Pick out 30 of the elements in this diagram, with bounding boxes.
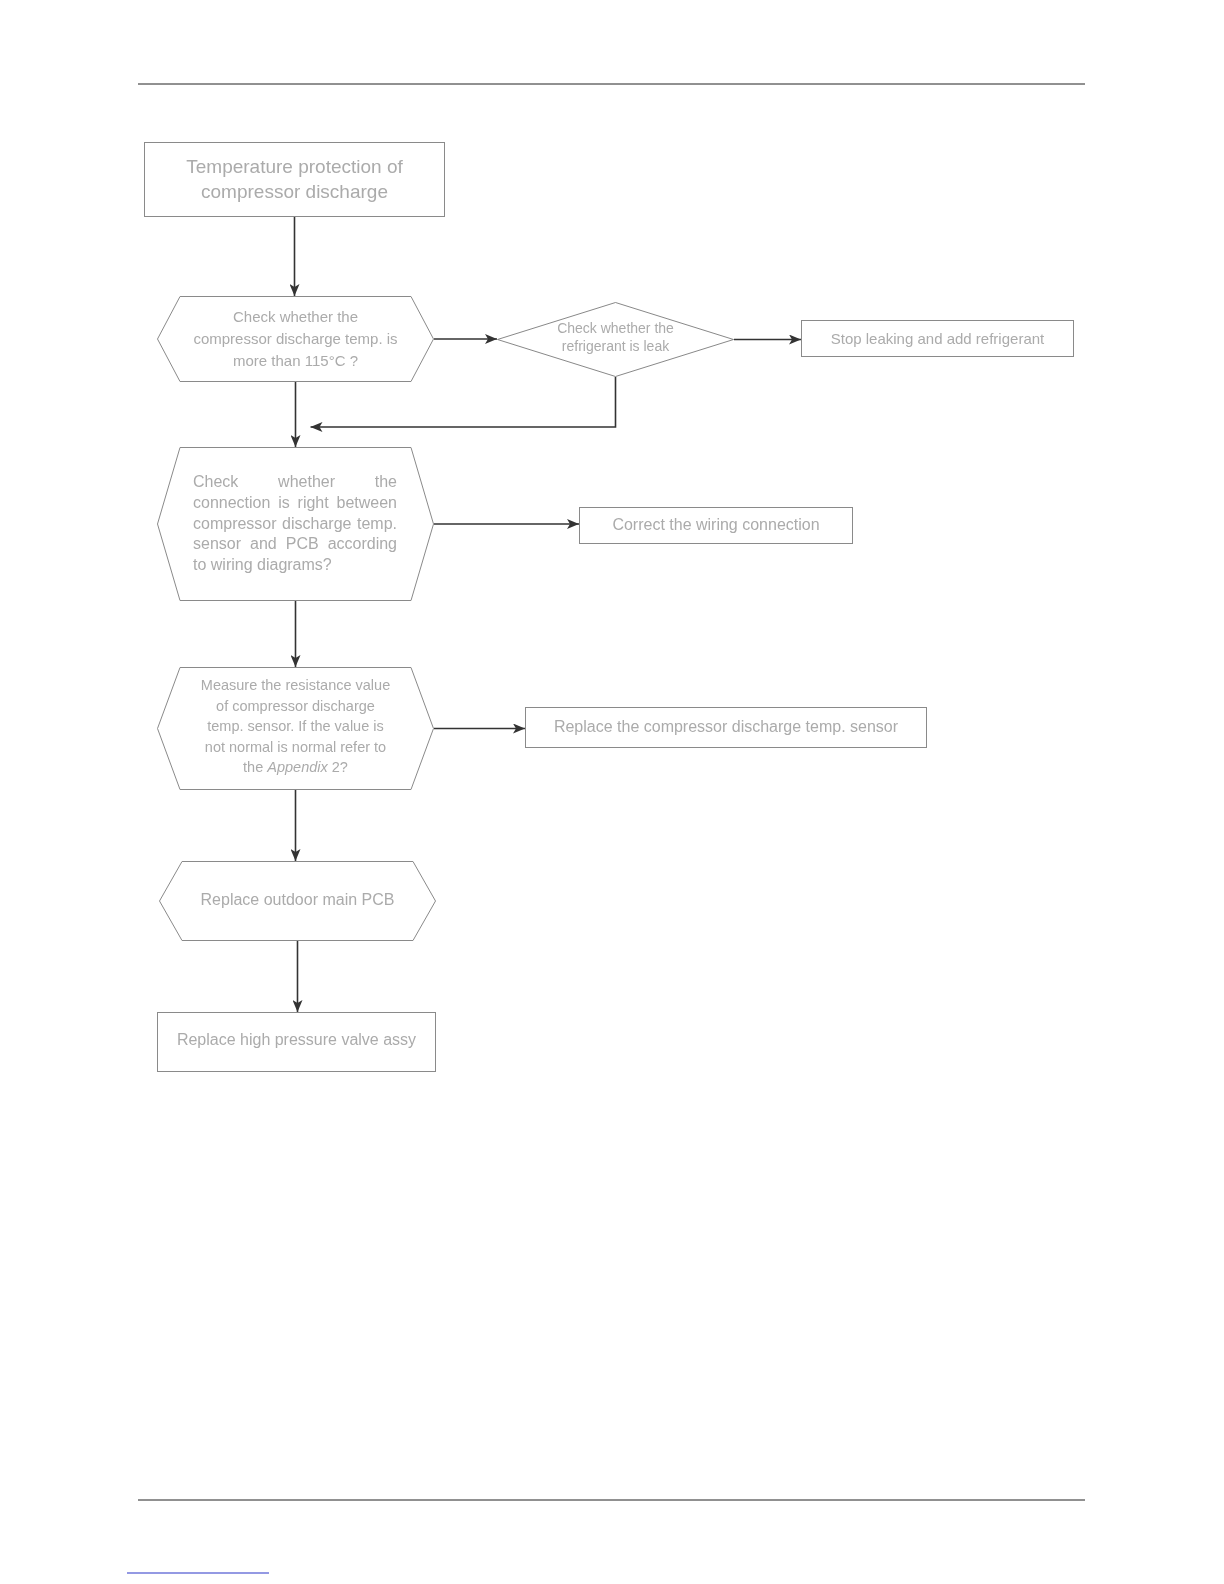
arrow [309,376,617,432]
process-box [525,707,927,748]
hexagon-step [159,861,436,941]
step-text: Replace high pressure valve assy [175,1030,418,1050]
process-box [144,142,445,217]
process-box [157,1012,436,1072]
arrow [433,723,526,734]
arrow [290,789,301,862]
arrow [433,519,580,529]
arrow [290,600,301,668]
step-text: Replace the compressor discharge temp. sensor [552,717,900,737]
arrow [289,216,300,297]
hexagon-step [157,296,434,382]
hexagon-step [157,667,434,790]
arrow [292,940,303,1013]
decision-diamond [497,302,734,377]
process-box [579,507,853,544]
arrow [733,334,802,345]
step-text: Stop leaking and add refrigerant [829,329,1046,349]
step-text: Temperature protection of compressor discharge [185,155,404,204]
arrow [290,381,301,448]
step-text: Measure the resistance value of compressor discharge temp. sensor. If the value is not normal is normal refer to the Appendix 2? [199,676,392,778]
step-text: Check whether the connection is right between compressor discharge temp. sensor and PCB according to wiring diagrams? [193,472,397,576]
step-text: Check whether the refrigerant is leak [556,319,675,356]
step-text: Correct the wiring connection [611,515,821,535]
process-box [801,320,1074,357]
step-text: Check whether the compressor discharge temp. is more than 115°C ? [192,307,399,371]
arrow [433,334,498,344]
step-text: Replace outdoor main PCB [199,890,396,910]
hexagon-step [157,447,434,601]
